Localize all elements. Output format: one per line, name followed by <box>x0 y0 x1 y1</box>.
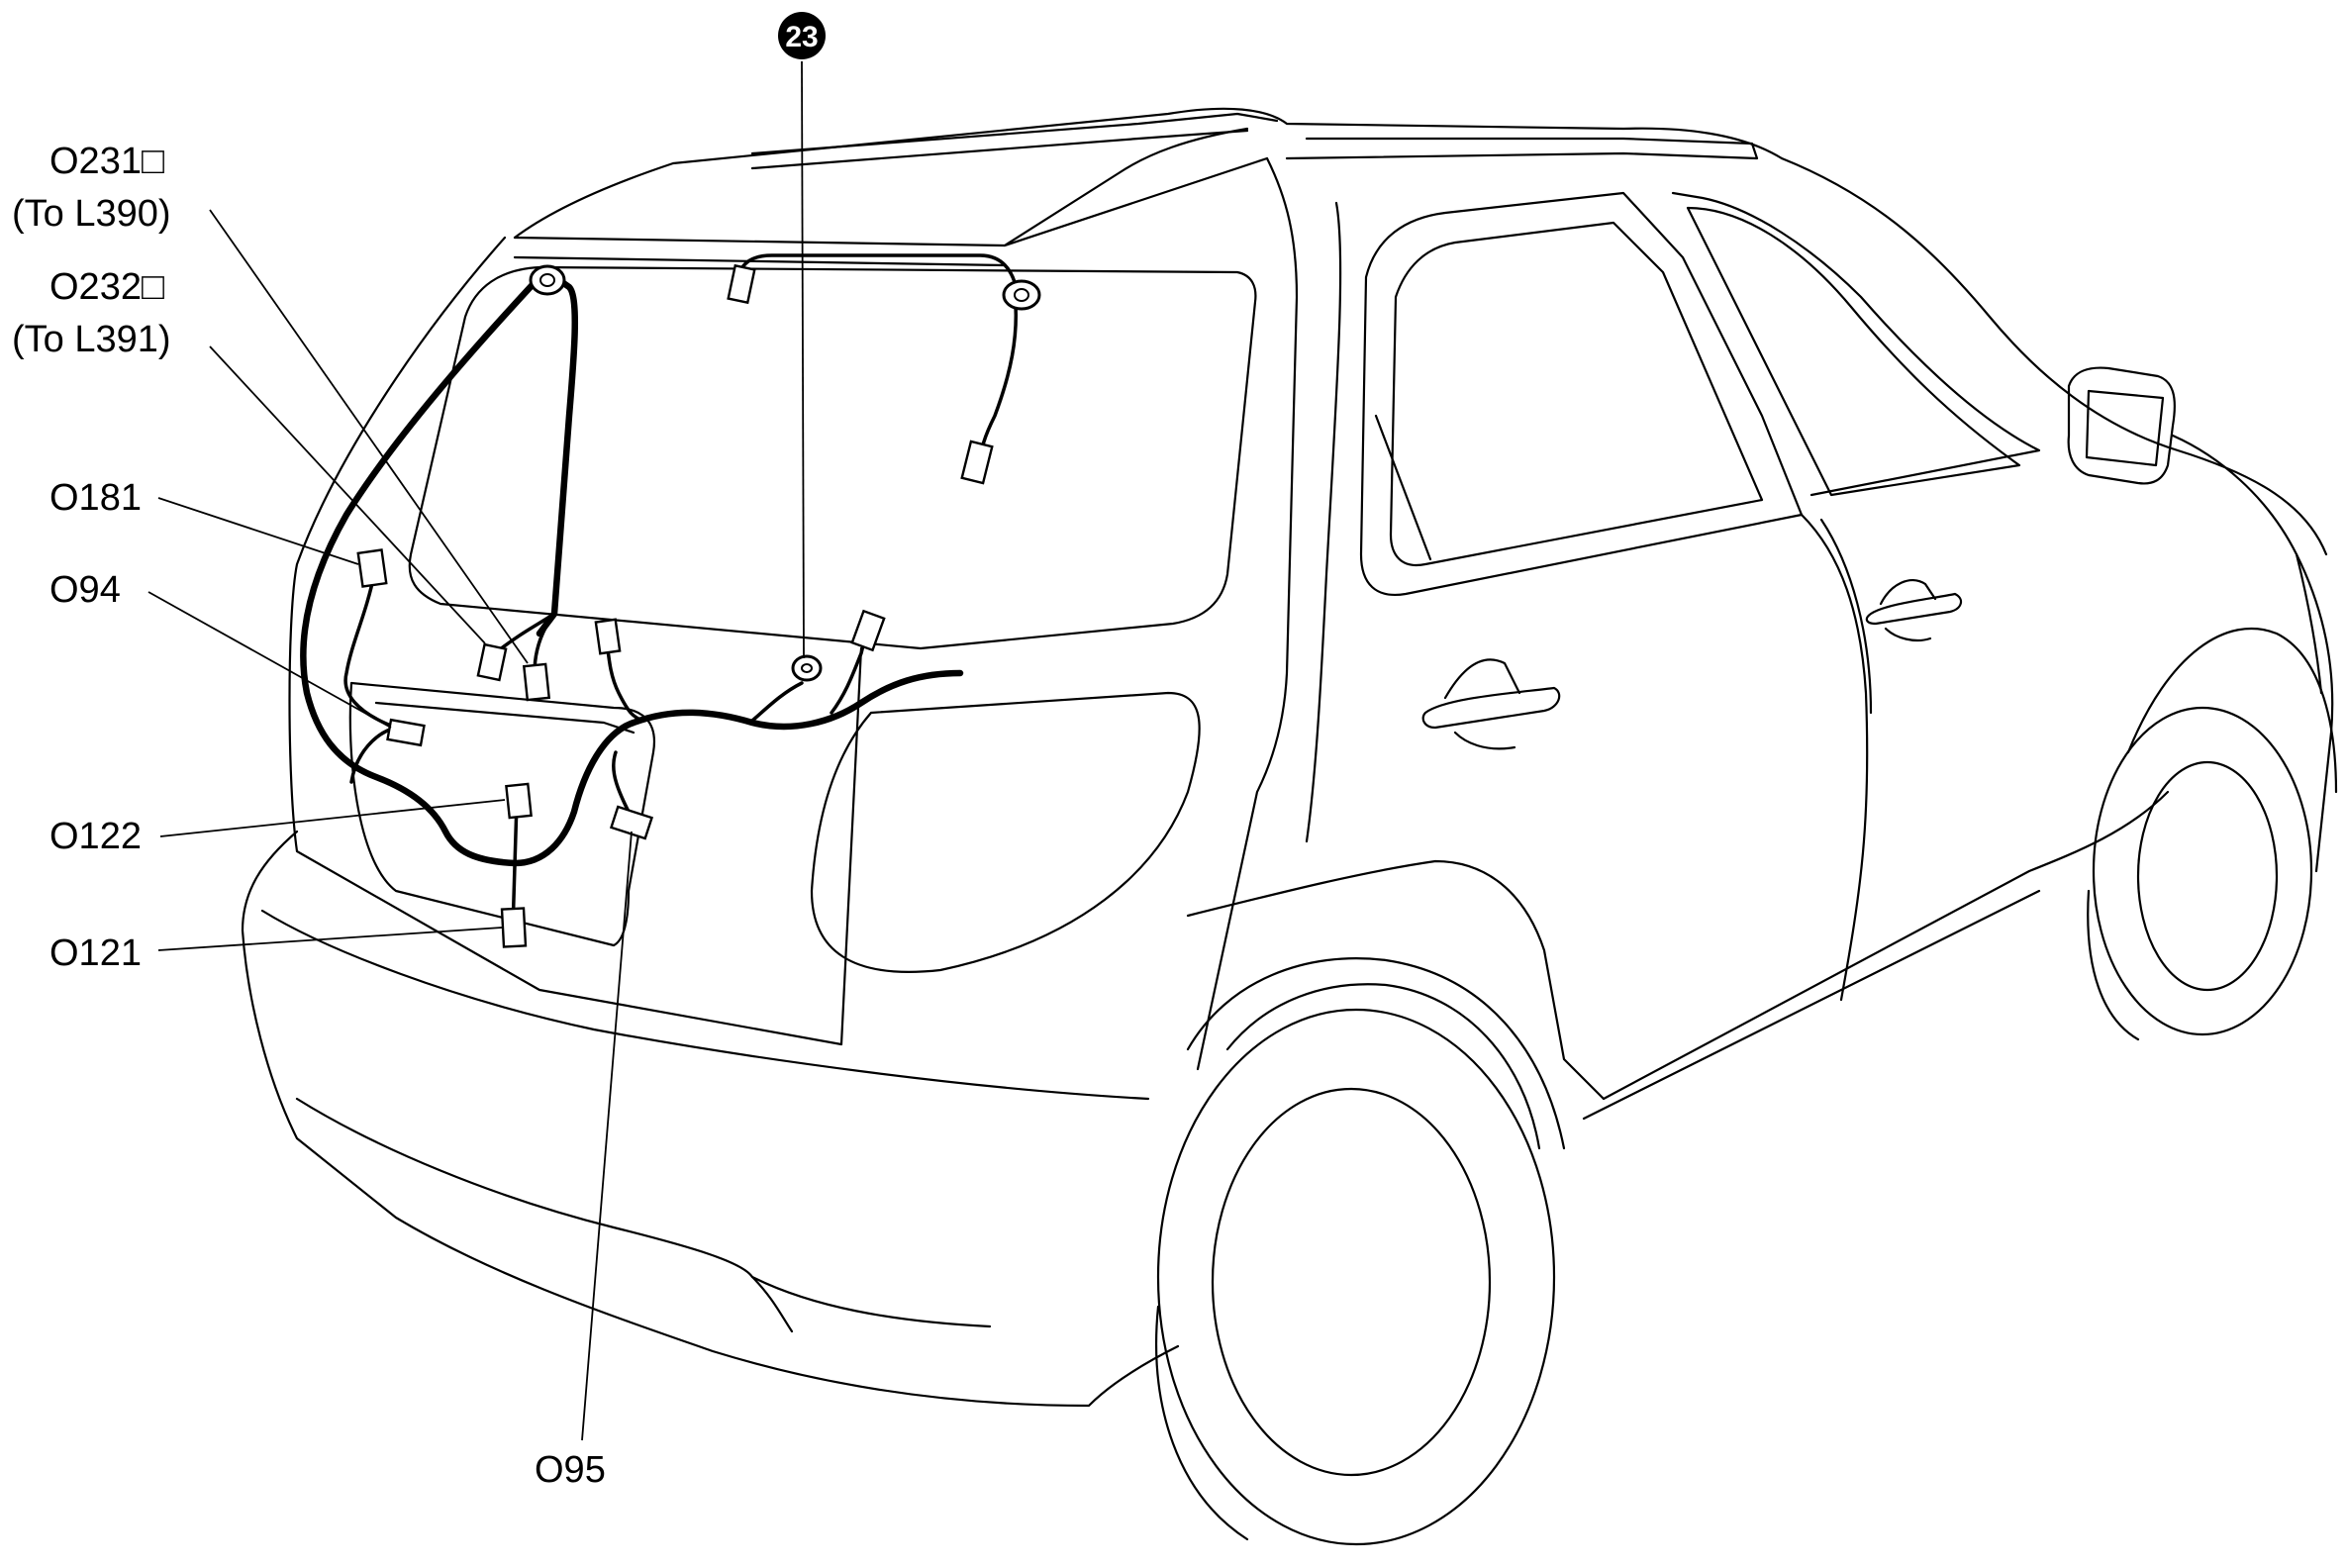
label-o121: O121 <box>49 932 142 974</box>
connector-o181 <box>356 548 388 588</box>
connector-center <box>594 618 622 655</box>
ground-eyelet <box>791 654 823 682</box>
leader-o122 <box>159 799 506 837</box>
grommets <box>529 264 1041 682</box>
label-o232-to: (To L391) <box>12 319 171 360</box>
vehicle-outline <box>241 107 2338 1546</box>
connector-o94 <box>386 718 426 747</box>
connector-o95 <box>609 805 654 840</box>
connector-top <box>727 263 756 305</box>
label-o232: O232□ <box>49 266 164 308</box>
label-o94: O94 <box>49 569 121 611</box>
connector-right <box>850 609 886 652</box>
connector-o121 <box>500 907 528 948</box>
label-o231: O231□ <box>49 141 164 182</box>
connector-o122 <box>505 782 533 820</box>
label-o122: O122 <box>49 816 142 857</box>
leader-o232 <box>209 345 486 644</box>
connector-o231 <box>522 662 551 702</box>
ground-badge-number: 23 <box>785 21 818 53</box>
wiring-harness <box>300 253 1019 932</box>
grommet-right-inner <box>1014 288 1029 302</box>
leader-o95 <box>581 831 633 1441</box>
connectors <box>356 263 994 948</box>
leader-o94 <box>147 591 392 729</box>
leader-lines <box>147 60 805 1441</box>
grommet-right <box>1002 279 1041 311</box>
ground-badge <box>778 12 826 59</box>
connector-rear-window <box>960 440 994 485</box>
labels: 23 O231□ (To L390) O232□ (To L391) O181 … <box>12 12 826 1491</box>
leader-ground <box>801 60 805 659</box>
label-o95: O95 <box>535 1449 606 1491</box>
leader-o231 <box>209 209 529 664</box>
leader-o181 <box>157 497 359 565</box>
connector-o232 <box>476 642 508 682</box>
leader-o121 <box>157 927 503 951</box>
label-o231-to: (To L390) <box>12 193 171 235</box>
label-o181: O181 <box>49 477 142 519</box>
grommet-left-inner <box>539 273 555 287</box>
grommet-left <box>529 264 566 296</box>
ground-eyelet-inner <box>801 663 813 673</box>
